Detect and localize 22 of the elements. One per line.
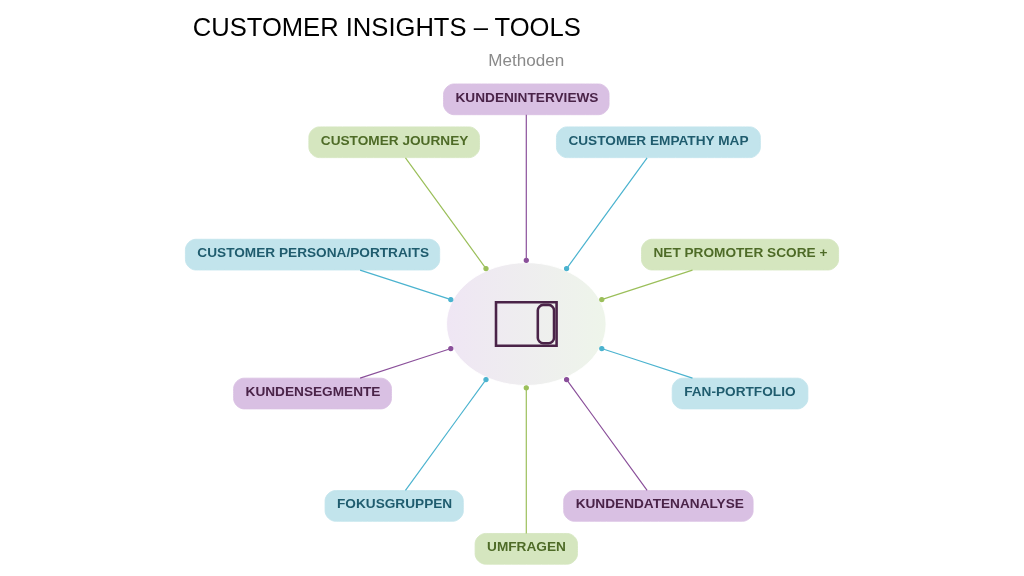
node-box: FAN-PORTFOLIO: [671, 377, 809, 410]
connector: [599, 345, 694, 379]
label: Methoden: [488, 51, 565, 71]
connector: [359, 345, 454, 379]
node-box: NET PROMOTER SCORE +: [641, 238, 839, 271]
node-box: CUSTOMER PERSONA/PORTRAITS: [185, 238, 441, 271]
node-box: KUNDENDATENANALYSE: [563, 490, 754, 522]
node-box: CUSTOMER JOURNEY: [308, 126, 480, 159]
connector: [599, 269, 694, 303]
connector: [404, 157, 489, 272]
connector: [359, 269, 454, 303]
connector: [563, 376, 648, 491]
node-box: FOKUSGRUPPEN: [324, 490, 464, 522]
node-box: KUNDENSEGMENTE: [233, 377, 392, 410]
connector: [523, 385, 529, 534]
node-box: UMFRAGEN: [474, 533, 578, 565]
connector: [563, 157, 648, 272]
connector: [523, 114, 529, 263]
node-box: CUSTOMER EMPATHY MAP: [556, 126, 761, 159]
node-box: KUNDENINTERVIEWS: [443, 83, 610, 116]
diagram-title: CUSTOMER INSIGHTS – TOOLS: [192, 12, 581, 41]
connector: [404, 376, 489, 491]
